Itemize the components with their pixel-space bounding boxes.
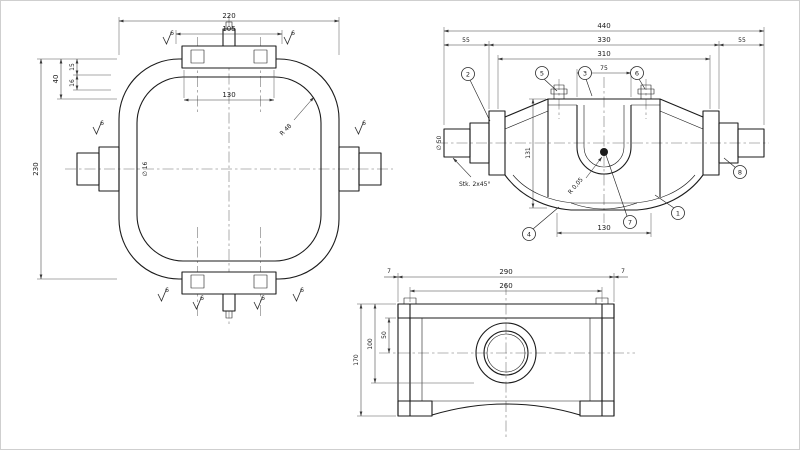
dim-label: 330 [597,36,610,44]
dim-label: 260 [499,282,512,290]
dim-label: 230 [32,162,40,175]
dim-label: 105 [222,25,235,33]
dim-label: 220 [222,12,235,20]
cap-bolts [550,84,655,100]
finish-value: 6 [291,30,295,37]
dim-310: 310 [497,50,711,109]
housing-body [504,98,704,211]
surface-finish-marks: 6 6 6 6 6 6 6 6 [92,30,366,310]
dim-label: 15 [69,63,76,71]
finish-value: 6 [362,120,366,127]
shaft-right [338,146,382,192]
front-view: 220 105 130 230 40 [32,12,393,325]
chamfer-note: Stk. 2x45° [452,157,490,188]
finish-value: 6 [100,120,104,127]
balloon-number: 3 [583,70,587,78]
dim-105: 105 [175,25,283,44]
dim-label: 100 [367,338,374,350]
dim-label: R 48 [279,122,294,137]
finish-value: 6 [261,295,265,302]
dim-label: 440 [597,22,610,30]
balloon-1: 1 [654,194,685,220]
dim-label: 7 [387,268,391,275]
balloon-6: 6 [630,66,646,90]
center-bore [475,322,537,384]
dim-290: 290 7 7 [384,268,628,302]
shaft-right [702,110,765,176]
dim-label: 130 [597,224,610,232]
balloon-number: 4 [527,231,531,239]
finish-value: 6 [200,295,204,302]
dim-170: 170 [353,303,396,417]
dim-260: 260 [409,282,603,302]
balloon-5: 5 [535,66,558,92]
dim-50: 50 [381,317,396,354]
balloon-4: 4 [522,206,560,241]
balloon-8: 8 [723,157,747,179]
dim-131: 131 [525,98,547,209]
dim-label: 170 [353,354,360,366]
note-label: R 0,05 [567,176,585,196]
radius-note: R 0,05 [567,156,603,196]
balloon-2: 2 [461,67,491,122]
dim-label: 130 [222,91,235,99]
dim-label: 55 [462,37,470,44]
dim-label: 40 [52,75,60,84]
dim-440: 440 [443,22,765,125]
dim-100: 100 [367,303,474,384]
balloon-number: 1 [676,210,680,218]
balloon-number: 8 [738,169,742,177]
balloon-number: 7 [628,219,632,227]
dim-230: 230 [32,58,117,280]
finish-value: 6 [165,287,169,294]
dim-diameter-50: ∅ 50 [436,135,443,150]
dim-label: 16 [69,79,76,87]
bottom-view: 290 7 7 260 170 100 [353,268,635,439]
dim-130: 130 [556,213,652,237]
oil-plug [600,148,608,156]
bearing-cap-bottom [181,271,277,319]
dim-r48: R 48 [279,96,315,137]
dim-55-330-55: 55 330 55 [443,36,765,109]
finish-value: 6 [300,287,304,294]
balloon-number: 2 [466,71,470,79]
shaft-left [443,110,506,176]
note-label: Stk. 2x45° [459,181,490,188]
dim-label: 75 [600,65,608,72]
balloon-number: 5 [540,70,544,78]
dim-label: 50 [381,331,388,339]
dim-diameter-16: ∅ 16 [142,161,149,176]
dim-220: 220 [118,12,340,55]
dim-15-16: 15 16 [69,58,111,91]
dim-label: 7 [621,268,625,275]
dim-label: 131 [525,147,532,159]
dim-40: 40 [52,58,117,100]
shaft-left [76,146,120,192]
finish-value: 6 [170,30,174,37]
balloon-3: 3 [578,66,593,97]
balloon-7: 7 [605,154,637,229]
side-view: 440 55 330 55 310 75 [436,22,769,241]
housing-body [397,297,615,417]
dim-label: 55 [738,37,746,44]
balloon-number: 6 [635,70,639,78]
dim-label: 290 [499,268,512,276]
dim-label: 310 [597,50,610,58]
bearing-saddle [576,105,632,175]
dim-130: 130 [183,70,275,102]
